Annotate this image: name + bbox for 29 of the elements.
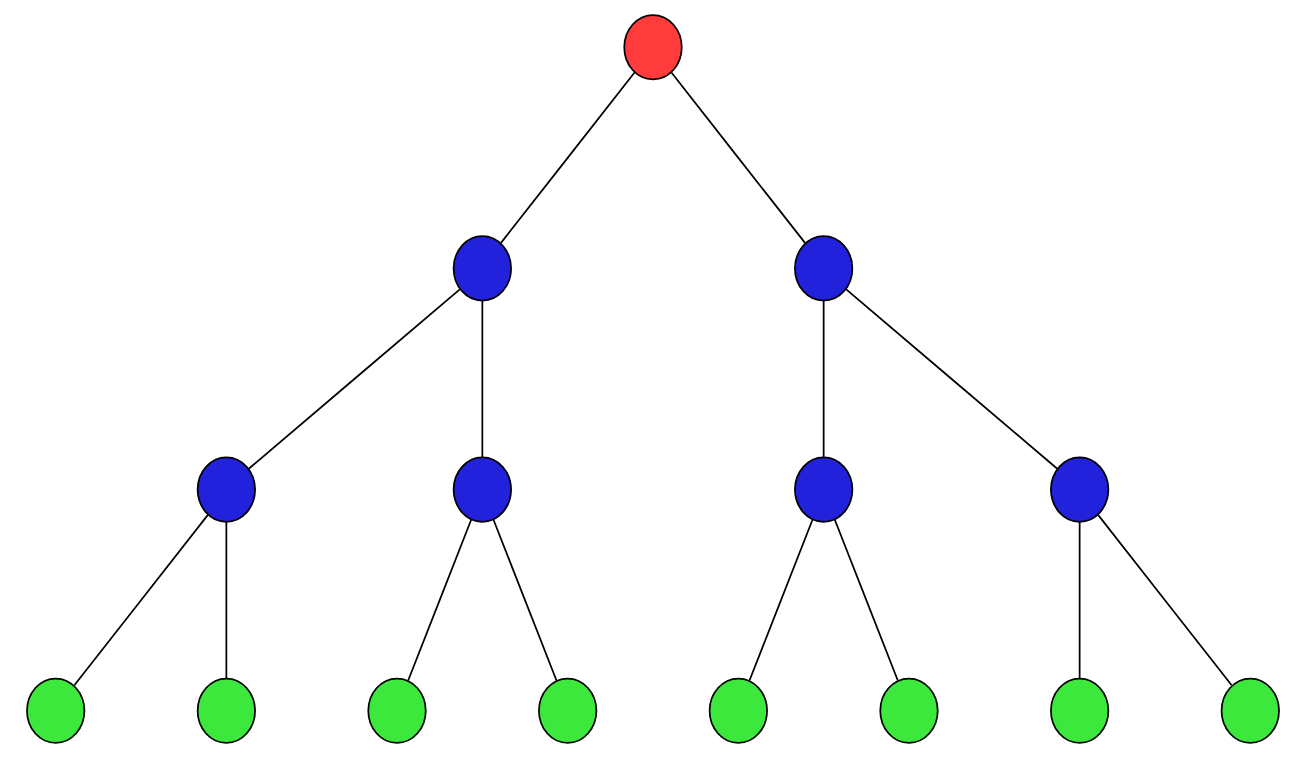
connector bbox=[480, 300, 483, 459]
node-circle bbox=[793, 456, 853, 523]
connector bbox=[406, 518, 472, 682]
node-circle bbox=[793, 235, 853, 302]
node-circle bbox=[452, 235, 512, 302]
node-circle bbox=[537, 677, 597, 744]
connector bbox=[225, 521, 227, 680]
connector bbox=[748, 518, 813, 682]
node-circle bbox=[1220, 677, 1280, 744]
node-circle bbox=[452, 456, 512, 523]
node-circle bbox=[196, 456, 256, 523]
node-circle bbox=[622, 14, 683, 81]
node-circle bbox=[1049, 677, 1109, 744]
connector bbox=[833, 518, 899, 682]
node-circle bbox=[366, 677, 427, 744]
node-circle bbox=[1049, 456, 1109, 523]
connector bbox=[247, 288, 461, 470]
connector bbox=[1078, 521, 1080, 680]
connector bbox=[669, 71, 806, 244]
connector bbox=[1096, 513, 1232, 687]
node-circle bbox=[25, 677, 85, 744]
connector bbox=[72, 513, 209, 687]
connector bbox=[492, 518, 557, 682]
connector bbox=[844, 288, 1058, 470]
node-circle bbox=[878, 677, 939, 744]
connector bbox=[822, 300, 825, 459]
node-circle bbox=[196, 677, 256, 744]
node-circle bbox=[708, 677, 768, 744]
connector bbox=[499, 71, 636, 244]
